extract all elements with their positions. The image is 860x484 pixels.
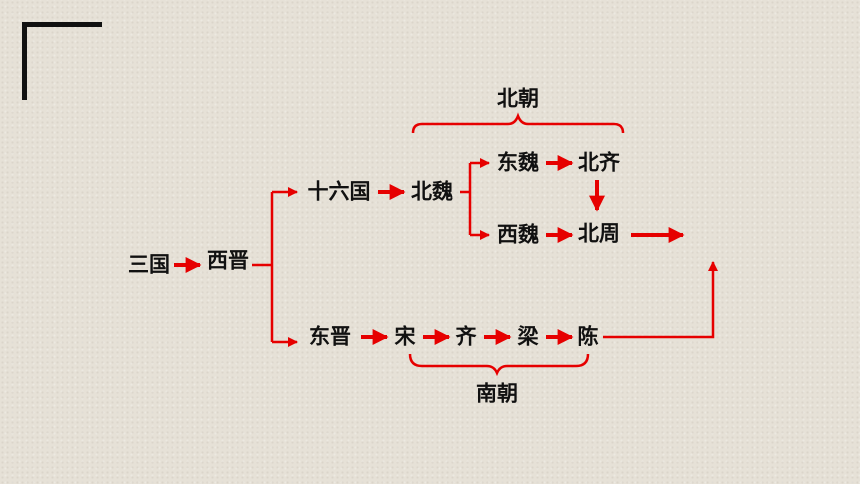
node-song: 宋: [394, 324, 416, 349]
node-qi: 齐: [455, 324, 477, 349]
node-liang: 梁: [517, 324, 539, 349]
node-beiwei: 北魏: [411, 179, 453, 204]
label-north: 北朝: [497, 86, 539, 111]
node-dongjin: 东晋: [309, 324, 351, 349]
node-beiqi: 北齐: [578, 150, 620, 175]
node-xiwei: 西魏: [497, 222, 539, 247]
node-beizhou: 北周: [578, 221, 620, 246]
node-sanguo: 三国: [128, 252, 170, 277]
node-chen: 陈: [577, 324, 599, 349]
corner-bracket-decoration: [22, 22, 102, 100]
brace-north: [411, 112, 625, 134]
brace-south: [408, 353, 590, 377]
node-xijin: 西晋: [207, 248, 249, 273]
node-dongwei: 东魏: [497, 150, 539, 175]
arrow-chen-up: [603, 261, 718, 339]
branch-xijin: [252, 192, 274, 342]
node-shiliuguo: 十六国: [307, 179, 371, 204]
label-south: 南朝: [476, 381, 518, 406]
branch-beiwei: [460, 163, 472, 235]
